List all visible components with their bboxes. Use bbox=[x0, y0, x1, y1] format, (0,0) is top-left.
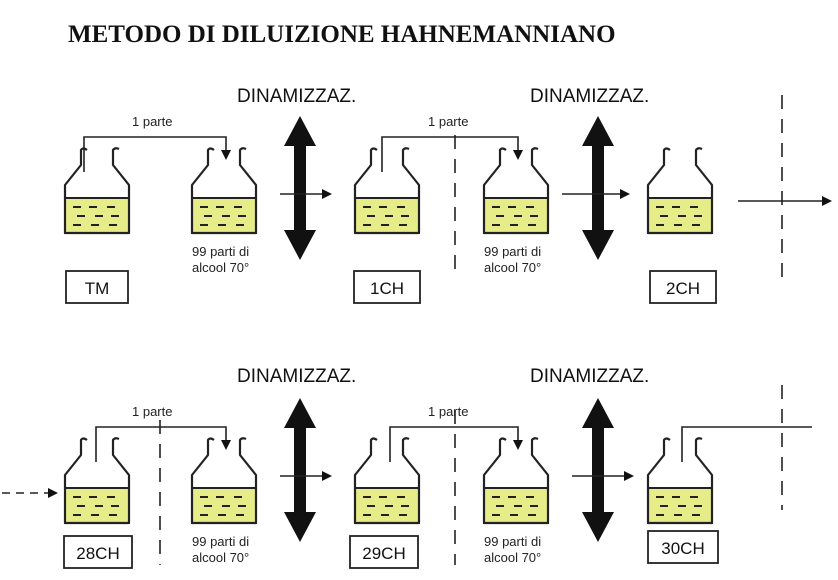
flask-solvent bbox=[482, 437, 550, 525]
transfer-arrow bbox=[389, 426, 523, 462]
dynamization-label: DINAMIZZAZ. bbox=[530, 86, 649, 107]
flask-29ch bbox=[353, 437, 421, 525]
stage-label-28ch: 28CH bbox=[76, 544, 119, 563]
flask-30ch bbox=[646, 437, 714, 525]
flask-solvent bbox=[190, 437, 258, 525]
transfer-line bbox=[681, 426, 812, 462]
stage-label-30ch: 30CH bbox=[661, 539, 704, 558]
transfer-label: 1 parte bbox=[132, 114, 172, 129]
flask-28ch bbox=[63, 437, 131, 525]
diagram-title: METODO DI DILUIZIONE HAHNEMANNIANO bbox=[68, 21, 616, 48]
row-2: DINAMIZZAZ. DINAMIZZAZ. 1 parte 1 parte … bbox=[2, 366, 812, 569]
solvent-label: alcool 70° bbox=[192, 550, 249, 565]
transfer-label: 1 parte bbox=[132, 404, 172, 419]
flask-solvent bbox=[190, 147, 258, 235]
solvent-label: 99 parti di bbox=[484, 244, 541, 259]
flask-mother-tincture bbox=[63, 147, 131, 235]
transfer-arrow bbox=[381, 136, 523, 172]
transfer-arrow bbox=[83, 136, 231, 172]
solvent-label: alcool 70° bbox=[484, 260, 541, 275]
stage-label-2ch: 2CH bbox=[666, 279, 700, 298]
flask-solvent bbox=[482, 147, 550, 235]
stage-label-1ch: 1CH bbox=[370, 279, 404, 298]
shake-double-arrow-icon bbox=[284, 116, 316, 260]
stage-label-tm: TM bbox=[85, 279, 110, 298]
solvent-label: 99 parti di bbox=[192, 534, 249, 549]
transfer-arrow bbox=[95, 426, 231, 462]
dynamization-label: DINAMIZZAZ. bbox=[530, 366, 649, 387]
stage-label-29ch: 29CH bbox=[362, 544, 405, 563]
transfer-label: 1 parte bbox=[428, 114, 468, 129]
row-1: DINAMIZZAZ. DINAMIZZAZ. 1 parte 1 parte … bbox=[63, 86, 832, 304]
flask-1ch bbox=[353, 147, 421, 235]
shake-double-arrow-icon bbox=[284, 398, 316, 542]
solvent-label: 99 parti di bbox=[192, 244, 249, 259]
solvent-label: alcool 70° bbox=[484, 550, 541, 565]
solvent-label: alcool 70° bbox=[192, 260, 249, 275]
flask-2ch bbox=[646, 147, 714, 235]
dynamization-label: DINAMIZZAZ. bbox=[237, 366, 356, 387]
solvent-label: 99 parti di bbox=[484, 534, 541, 549]
transfer-label: 1 parte bbox=[428, 404, 468, 419]
shake-double-arrow-icon bbox=[582, 398, 614, 542]
dynamization-label: DINAMIZZAZ. bbox=[237, 86, 356, 107]
shake-double-arrow-icon bbox=[582, 116, 614, 260]
